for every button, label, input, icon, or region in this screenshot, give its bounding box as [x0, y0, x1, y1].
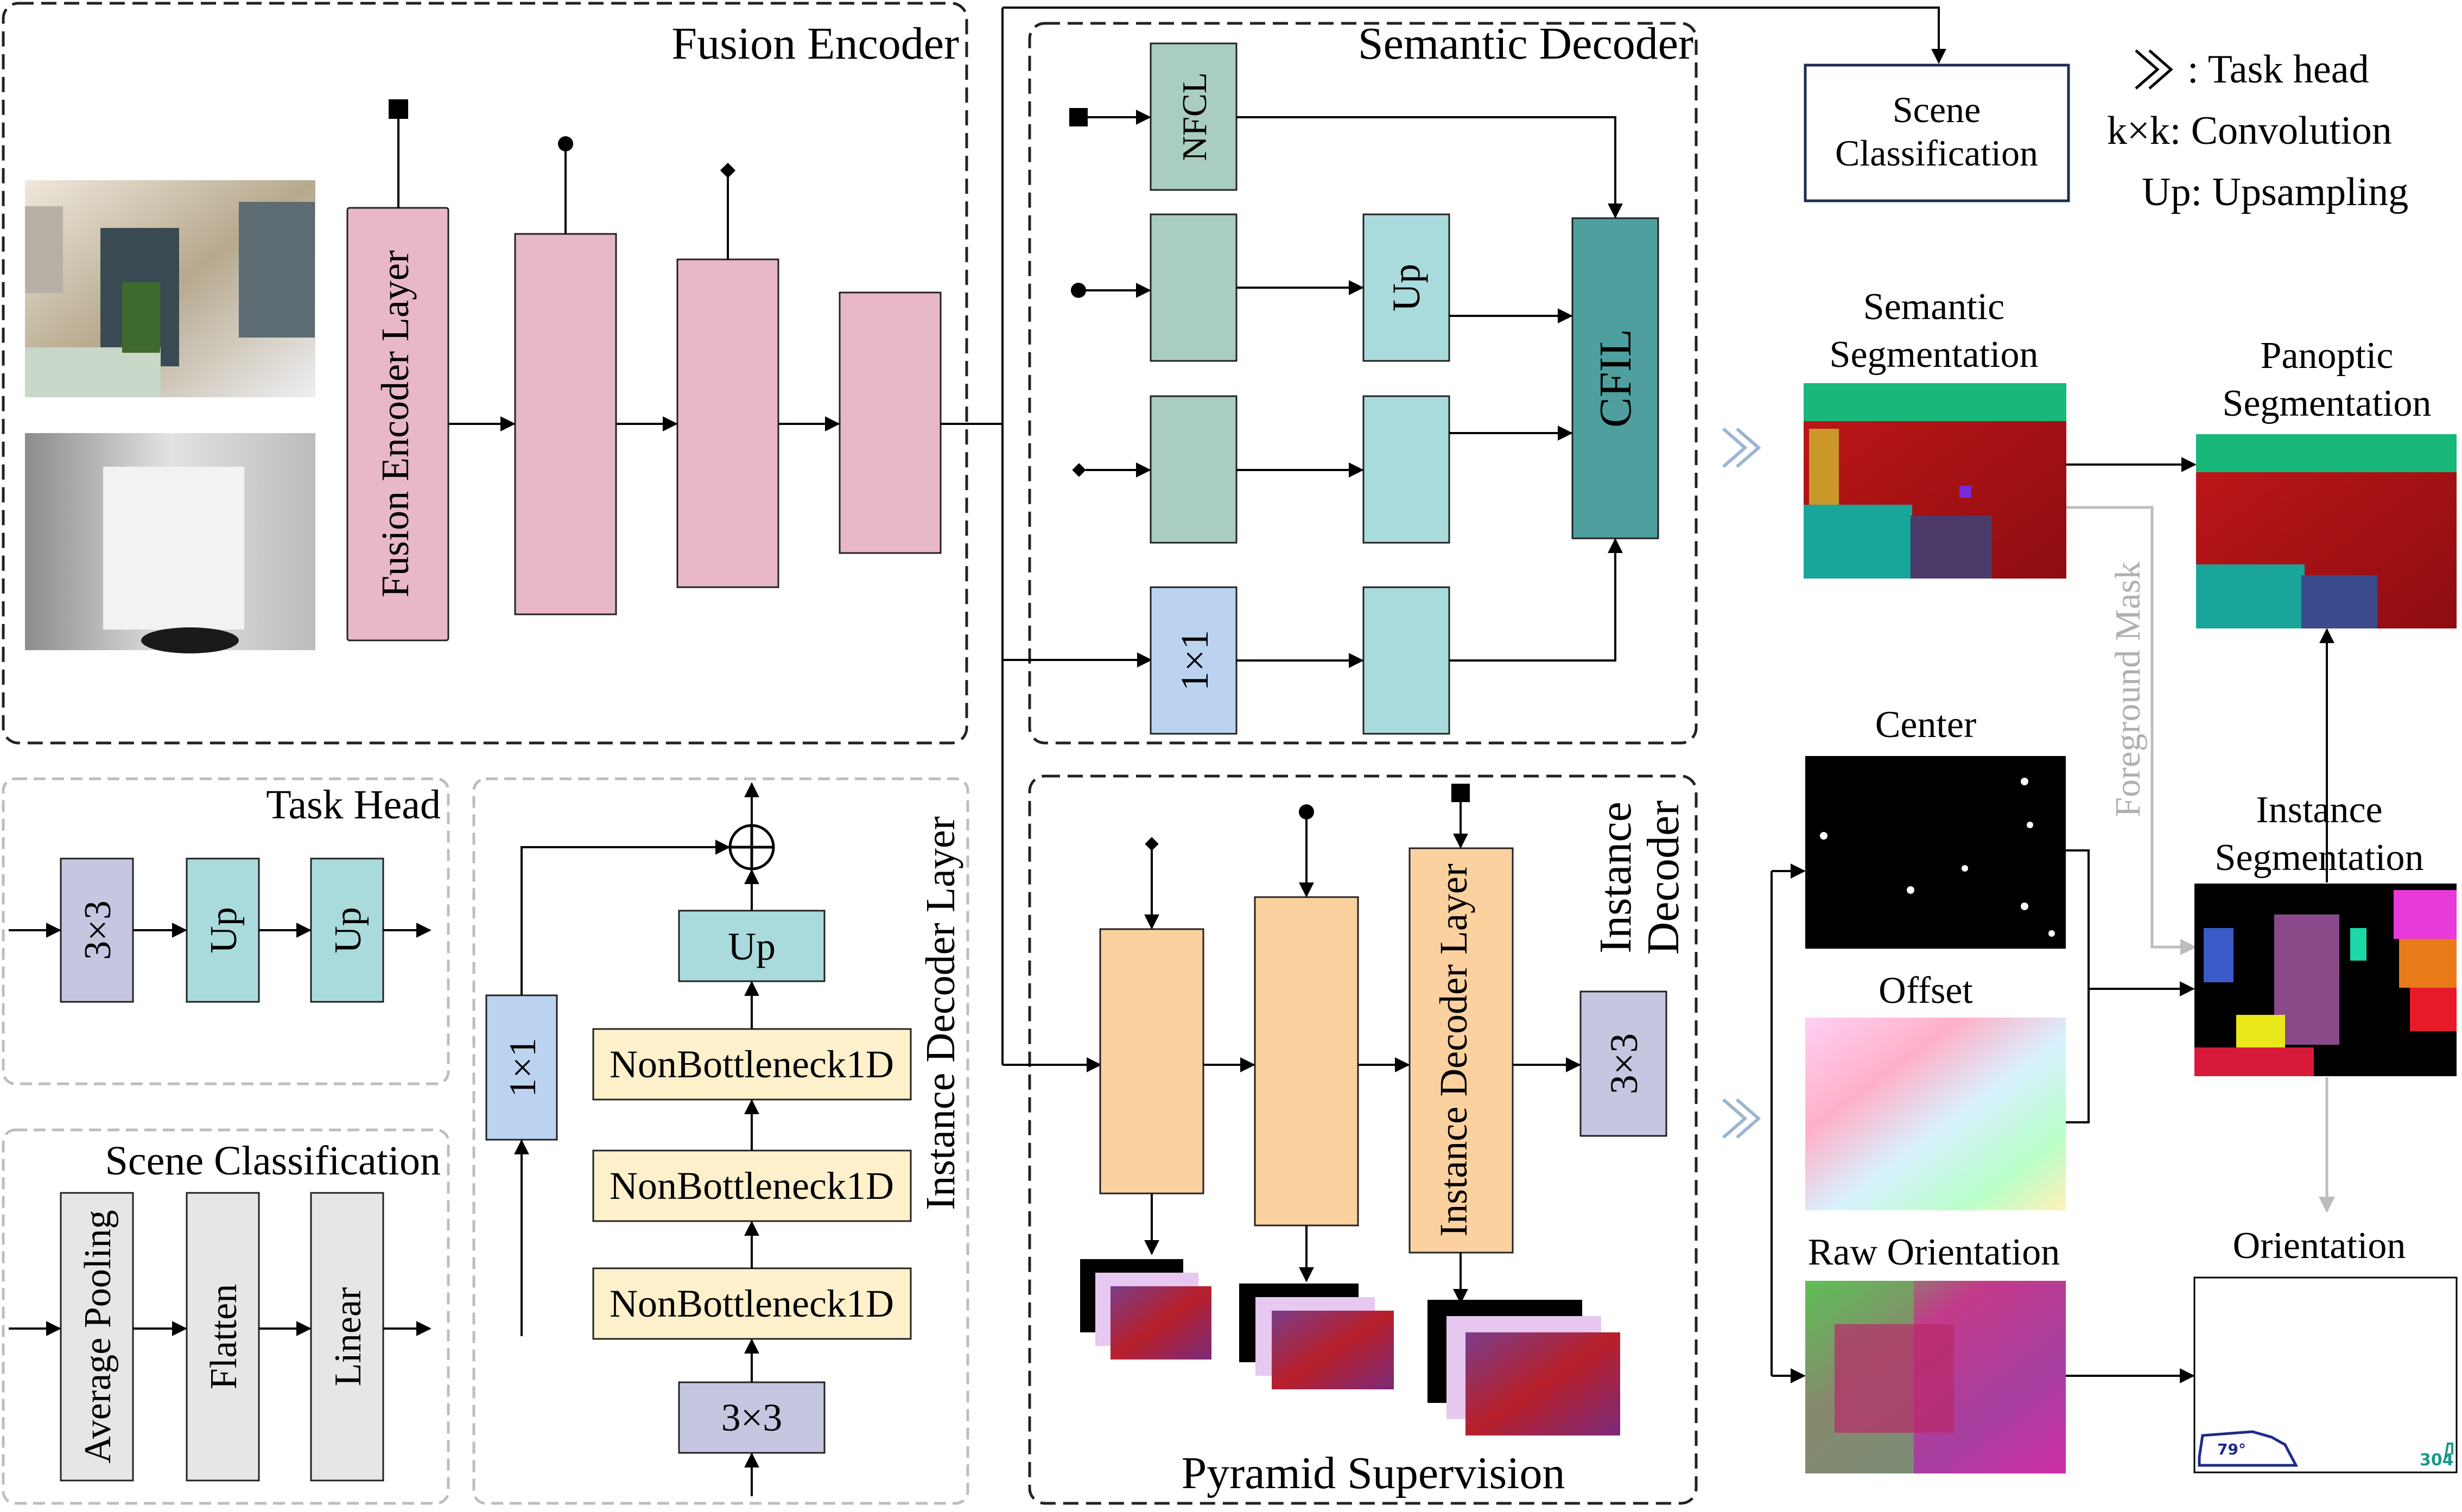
- sem-up-block: [1362, 213, 1450, 362]
- inst-decoder-block-2: [1254, 896, 1359, 1227]
- center-title: Center: [1875, 704, 1977, 746]
- inst-decoder-layer-label: Instance Decoder Layer: [1432, 863, 1475, 1237]
- fusion-encoder-layer-4: [839, 291, 942, 554]
- diamond-skip-marker: [720, 162, 736, 179]
- fusion-encoder-title: Fusion Encoder: [671, 18, 959, 69]
- scene-classification-output-box: [1804, 63, 2070, 202]
- task-head-conv-label: 3×3: [77, 900, 119, 960]
- linear-block: [310, 1192, 384, 1482]
- linear-label: Linear: [327, 1287, 369, 1387]
- legend-upsampling: Up: Upsampling: [2142, 170, 2408, 214]
- scene-classification-output-line2: Classification: [1835, 132, 2038, 174]
- raw-orientation-title: Raw Orientation: [1808, 1231, 2060, 1273]
- legend-task-head: : Task head: [2187, 47, 2369, 92]
- idl-conv1x1-label: 1×1: [502, 1038, 544, 1097]
- rgb-input-image: [25, 180, 315, 397]
- panoptic-seg-title-1: Panoptic: [2261, 335, 2394, 377]
- fusion-encoder-panel: [2, 2, 968, 745]
- task-head-conv-block: [60, 857, 134, 1003]
- task-head-up-label-2: Up: [327, 907, 369, 954]
- orientation-angle-1: 79°: [2217, 1440, 2246, 1458]
- center-heatmap-image: [1805, 756, 2066, 949]
- instance-seg-title-2: Segmentation: [2215, 837, 2424, 879]
- foreground-mask-label: Foreground Mask: [2108, 561, 2148, 817]
- fusion-encoder-layer-2: [514, 233, 617, 615]
- task-head-icon-instance: [1722, 1098, 1761, 1139]
- fusion-encoder-layer-3: [676, 258, 779, 588]
- sem-branch-4-up-block: [1362, 586, 1450, 735]
- pyramid-supervision-label: Pyramid Supervision: [1182, 1448, 1565, 1498]
- task-head-up-label-1: Up: [203, 907, 245, 954]
- semantic-decoder-title: Semantic Decoder: [1358, 18, 1693, 69]
- task-head-title: Task Head: [266, 782, 441, 828]
- instance-segmentation-image: [2194, 884, 2457, 1076]
- instance-decoder-title-1: Instance: [1590, 802, 1641, 954]
- flatten-block: [186, 1192, 260, 1482]
- circle-skip-marker: [558, 136, 573, 151]
- task-head-icon-semantic: [1722, 427, 1761, 468]
- chevron-legend-icon: [2135, 49, 2173, 90]
- instance-seg-title-1: Instance: [2256, 789, 2382, 831]
- scene-classification-title: Scene Classification: [105, 1138, 441, 1184]
- average-pooling-label: Average Pooling: [77, 1210, 119, 1463]
- sem-branch-3-up-block: [1362, 395, 1450, 544]
- depth-input-image: [25, 433, 315, 653]
- orientation-angle-2: 304: [2420, 1451, 2454, 1470]
- nonbottleneck-block-2: [592, 1149, 912, 1222]
- scene-classification-output-line1: Scene: [1893, 89, 1981, 130]
- semantic-seg-title-2: Segmentation: [1830, 334, 2039, 376]
- task-head-panel: [2, 777, 450, 1085]
- sem-branch-2-block: [1150, 213, 1238, 362]
- instance-decoder-layer-title: Instance Decoder Layer: [918, 816, 963, 1210]
- pyramid-output-1: [1080, 1259, 1211, 1359]
- panoptic-segmentation-image: [2196, 434, 2457, 628]
- sem-up-label: Up: [1385, 264, 1428, 312]
- cfil-label: CFIL: [1590, 329, 1641, 428]
- nonbottleneck-block-3: [592, 1267, 912, 1340]
- offset-title: Offset: [1879, 970, 1973, 1012]
- sem-conv1x1-block: [1150, 586, 1238, 735]
- idl-conv3x3-label: 3×3: [721, 1396, 783, 1439]
- semantic-decoder-panel: [1028, 22, 1698, 745]
- nonbottleneck-label-3: NonBottleneck1D: [610, 1282, 894, 1325]
- pyramid-output-2: [1239, 1284, 1394, 1389]
- instance-decoder-layer-panel: [472, 777, 969, 1505]
- raw-orientation-image: [1805, 1281, 2066, 1473]
- instance-decoder-panel: [1028, 774, 1698, 1505]
- idl-up-label: Up: [728, 925, 776, 968]
- fusion-encoder-layer-label: Fusion Encoder Layer: [373, 250, 417, 598]
- sem-branch-3-block: [1150, 395, 1238, 544]
- semantic-segmentation-image: [1804, 383, 2066, 579]
- orientation-image: [2193, 1276, 2458, 1473]
- orientation-title: Orientation: [2233, 1225, 2406, 1267]
- offset-image: [1805, 1018, 2066, 1210]
- nonbottleneck-label-1: NonBottleneck1D: [610, 1043, 894, 1086]
- instance-decoder-title-2: Decoder: [1638, 801, 1689, 955]
- inst-conv3x3-block: [1579, 990, 1667, 1137]
- pyramid-output-3: [1427, 1300, 1620, 1435]
- nonbottleneck-label-2: NonBottleneck1D: [610, 1164, 894, 1208]
- inst-conv3x3-label: 3×3: [1602, 1033, 1646, 1095]
- panoptic-seg-title-2: Segmentation: [2223, 383, 2432, 424]
- inst-decoder-block-1: [1099, 928, 1204, 1195]
- inst-decoder-layer-block: [1408, 847, 1514, 1254]
- nfcl-block: [1150, 42, 1238, 191]
- idl-conv1x1-block: [485, 994, 558, 1141]
- flatten-label: Flatten: [203, 1284, 245, 1389]
- task-head-up-block-2: [310, 857, 384, 1003]
- legend-convolution: k×k: Convolution: [2107, 109, 2392, 153]
- task-head-up-block-1: [186, 857, 260, 1003]
- square-skip-marker: [389, 99, 408, 119]
- orientation-object-outline: [2198, 1430, 2299, 1467]
- semantic-seg-title-1: Semantic: [1863, 286, 2004, 328]
- nfcl-label: NFCL: [1175, 72, 1214, 161]
- sem-conv1x1-label: 1×1: [1173, 630, 1216, 691]
- nonbottleneck-block-1: [592, 1028, 912, 1101]
- scene-classification-panel: [2, 1128, 450, 1505]
- average-pooling-block: [60, 1192, 134, 1482]
